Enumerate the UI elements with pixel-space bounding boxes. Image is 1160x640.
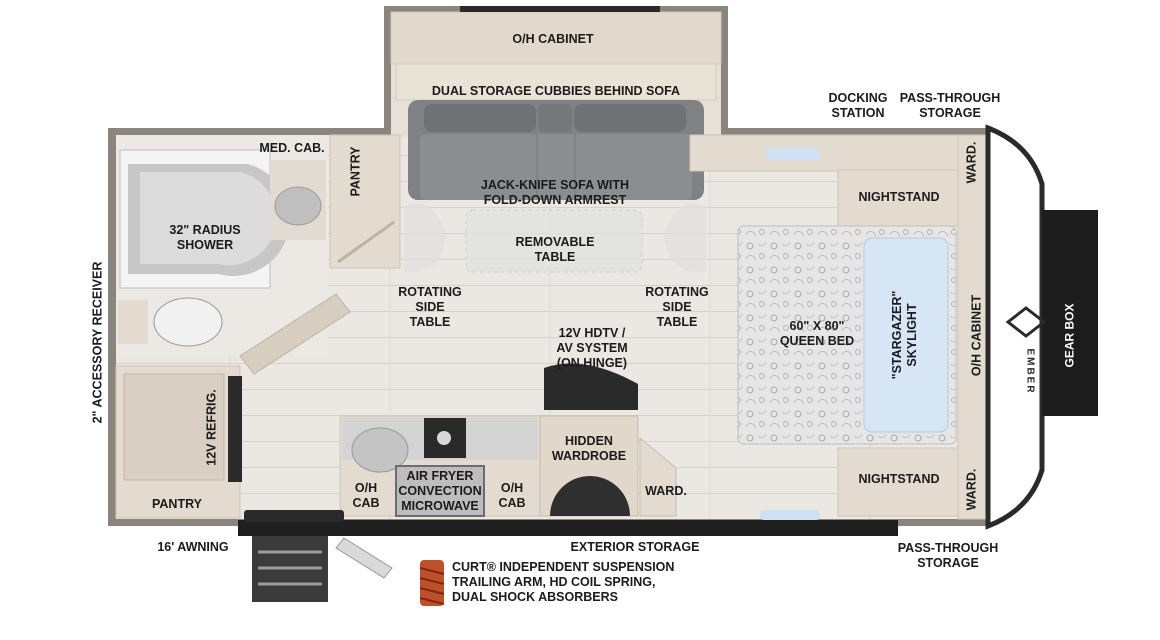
removable-table [404,203,706,273]
kitchen [339,363,677,517]
gear-box [985,124,1098,530]
label-awning: 16' AWNING [157,540,229,554]
front-bedroom [689,134,989,520]
pantry-upper [239,134,401,375]
label-accessory-receiver: 2" ACCESSORY RECEIVER [90,261,105,424]
brand-mark-ember: EMBER [1024,348,1036,395]
label-oh-cabinet-top: O/H CABINET [512,32,594,46]
label-hdtv: 12V HDTV /AV SYSTEM(ON HINGE) [556,326,628,370]
label-oh-cabinet-right: O/H CABINET [969,294,984,377]
bathroom [116,135,328,357]
label-pantry-lower: PANTRY [152,497,202,511]
label-ward-top: WARD. [964,141,979,184]
label-exterior-storage: EXTERIOR STORAGE [570,540,700,554]
slide-out [390,6,722,101]
jack-knife-sofa [408,100,704,200]
coil-spring-icon [419,560,445,606]
label-med-cab: MED. CAB. [259,141,325,155]
label-pantry-upper: PANTRY [348,146,363,197]
label-refrig: 12V REFRIG. [204,389,219,466]
label-ward-bottom: WARD. [964,468,979,511]
label-nightstand-bottom: NIGHTSTAND [858,472,940,486]
label-gear-box: GEAR BOX [1062,303,1077,368]
label-ward-mid: WARD. [645,484,687,498]
label-skylight: "STARGAZER"SKYLIGHT [890,290,919,380]
galley-rear [115,365,242,519]
label-bed: 60" X 80"QUEEN BED [779,319,855,348]
label-cubbies: DUAL STORAGE CUBBIES BEHIND SOFA [431,84,681,98]
label-nightstand-top: NIGHTSTAND [858,190,940,204]
exterior [238,510,898,602]
